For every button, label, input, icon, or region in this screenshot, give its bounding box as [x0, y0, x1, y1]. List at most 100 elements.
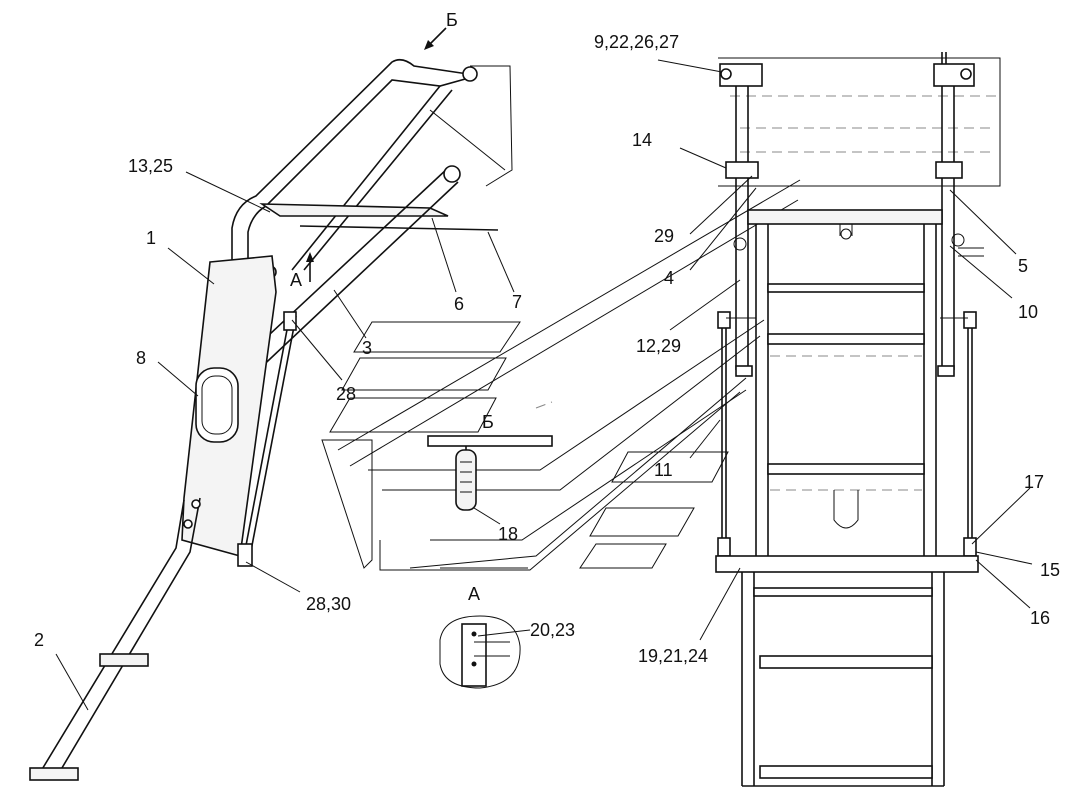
- spring-left-bottom: [717, 537, 731, 557]
- handrail-inner: [247, 75, 477, 272]
- leader-10: [949, 245, 1013, 299]
- leader-1: [167, 247, 215, 285]
- callout-labels: 9,22,26,27 14 29 4 5 10 12,29 11 17 15 1…: [34, 10, 1060, 666]
- spring-right-top: [963, 311, 977, 329]
- handrail-outer: [231, 58, 469, 270]
- lower-step-3: [759, 765, 933, 779]
- leader-6: [431, 217, 457, 293]
- step-upper-2: [767, 333, 925, 345]
- view-a-marker: А: [290, 270, 302, 290]
- label-6: 6: [454, 294, 464, 314]
- stop-left: [735, 365, 753, 377]
- leader-17: [971, 487, 1031, 545]
- lower-step-1: [753, 587, 933, 597]
- spring-top-mount: [283, 311, 297, 331]
- handrail-front: [291, 85, 441, 271]
- leader-5: [949, 189, 1017, 255]
- platform-7: [299, 225, 499, 231]
- label-9-22-26-27: 9,22,26,27: [594, 32, 679, 52]
- label-13-25: 13,25: [128, 156, 173, 176]
- handle-18: [455, 449, 477, 511]
- center-hook: [839, 224, 853, 236]
- label-8: 8: [136, 348, 146, 368]
- label-14: 14: [632, 130, 652, 150]
- lower-ladder-2-a: [37, 499, 185, 777]
- leader-15: [975, 551, 1033, 565]
- leader-14: [679, 147, 727, 169]
- eye-left: [733, 237, 747, 251]
- top-hinge: [462, 66, 478, 82]
- spring-left-top: [717, 311, 731, 329]
- step-upper-3: [767, 463, 925, 475]
- stop-right: [937, 365, 955, 377]
- guide-line-2: [349, 199, 799, 467]
- cab-band: [718, 57, 1001, 187]
- label-19-21-24: 19,21,24: [638, 646, 708, 666]
- leader-18: [473, 507, 501, 525]
- label-17: 17: [1024, 472, 1044, 492]
- rail-joint: [755, 500, 769, 540]
- platform-top: [747, 209, 943, 225]
- spring-right: [967, 320, 973, 560]
- access-hole-inner: [201, 375, 233, 435]
- cab-outline: [470, 65, 513, 187]
- lower-rail-left: [741, 572, 755, 786]
- step-foot-upper: [99, 653, 149, 667]
- section-b-rail: [427, 435, 553, 447]
- view-b-marker: Б: [446, 10, 458, 30]
- label-12-29: 12,29: [636, 336, 681, 356]
- step-plate-3: [329, 397, 497, 433]
- ladder-rail-left: [755, 224, 769, 560]
- label-5: 5: [1018, 256, 1028, 276]
- view-b-section-label: Б: [482, 412, 494, 432]
- label-28-30: 28,30: [306, 594, 351, 614]
- label-16: 16: [1030, 608, 1050, 628]
- view-a-frame: [439, 615, 521, 689]
- label-28: 28: [336, 384, 356, 404]
- pin-10: [958, 247, 984, 257]
- platform-6: [259, 203, 449, 217]
- view-a-arrowhead: [306, 252, 314, 262]
- leader-19: [699, 567, 741, 641]
- leader-20: [477, 629, 531, 637]
- leader-8: [157, 361, 199, 397]
- guide-line-7: [430, 389, 747, 541]
- pivot-lower: [191, 499, 201, 509]
- nut-9-left: [720, 68, 732, 80]
- leader-3: [333, 289, 367, 339]
- gas-spring-28-b: [249, 315, 297, 557]
- clamp-14-right: [935, 161, 963, 179]
- leader-28-30: [245, 561, 301, 593]
- frame-bottom: [379, 540, 410, 571]
- frame-left: [321, 439, 373, 569]
- strut-end-upper: [443, 165, 461, 183]
- bolt-20-bottom: [471, 661, 477, 667]
- guide-line-3: [368, 319, 765, 471]
- side-view: [29, 27, 513, 781]
- leader-2: [55, 653, 89, 711]
- label-15: 15: [1040, 560, 1060, 580]
- arm-left: [735, 86, 749, 370]
- label-1: 1: [146, 228, 156, 248]
- handrail-front-2: [303, 89, 453, 271]
- arm-right: [941, 86, 955, 370]
- bracket-arm: [474, 641, 510, 657]
- access-hole-8: [195, 367, 239, 443]
- leader-7: [487, 231, 515, 293]
- step-plate-5: [589, 507, 695, 537]
- cab-edge: [429, 109, 506, 171]
- label-3: 3: [362, 338, 372, 358]
- top-bracket-left: [719, 63, 763, 87]
- label-18: 18: [498, 524, 518, 544]
- eye-right: [951, 233, 965, 247]
- lower-rail-right: [931, 572, 945, 786]
- leader-4: [689, 187, 757, 271]
- leader-28: [291, 319, 343, 381]
- leader-12: [669, 279, 741, 331]
- guide-line-4: [382, 335, 761, 491]
- spring-right-bottom: [963, 537, 977, 557]
- lower-ladder-2-b: [55, 497, 201, 779]
- handle-grip: [460, 461, 472, 493]
